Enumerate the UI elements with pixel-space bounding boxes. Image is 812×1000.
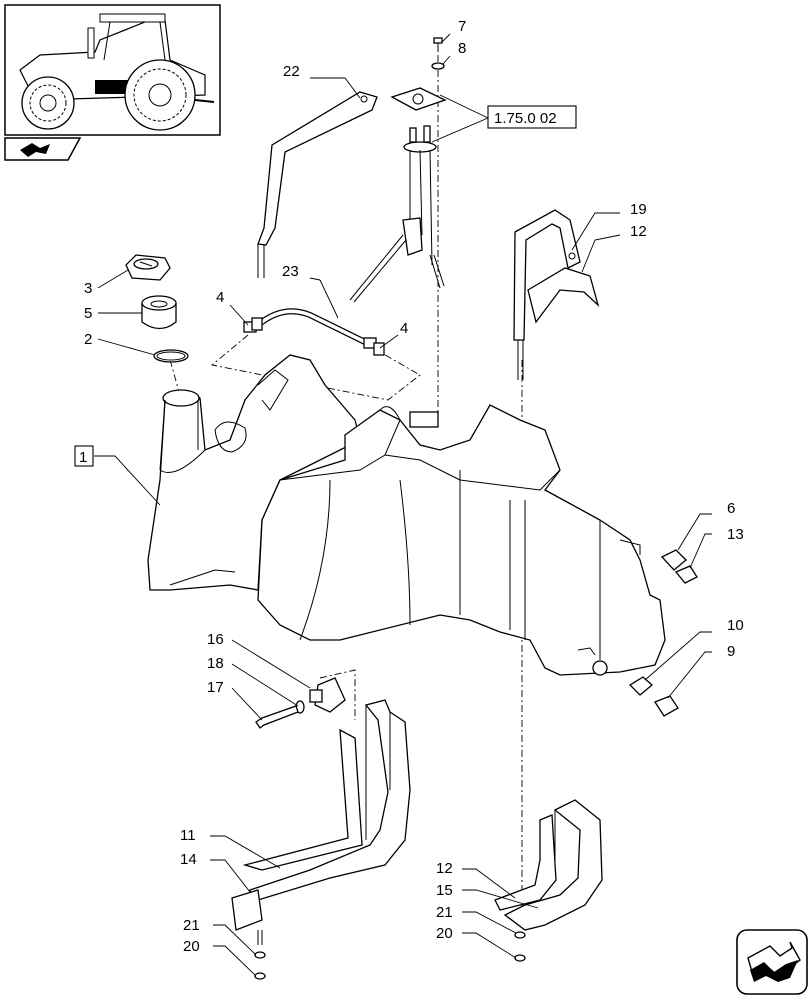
part-1-callout-box bbox=[74, 445, 94, 467]
callout-1: 1 bbox=[79, 449, 87, 466]
reference-label[interactable]: 1.75.0 02 bbox=[494, 110, 557, 127]
callout-13: 13 bbox=[727, 526, 744, 543]
navigation-arrow-icon[interactable] bbox=[736, 929, 808, 995]
fuel-pipe bbox=[243, 308, 385, 356]
drain-fitting-upper bbox=[660, 549, 698, 584]
strap-pad-upper bbox=[527, 267, 600, 324]
washers-21-20-right bbox=[514, 931, 526, 962]
callout-2: 2 bbox=[84, 331, 92, 348]
callout-12-lower: 12 bbox=[436, 860, 453, 877]
leader-lines bbox=[94, 33, 712, 977]
callout-labels: 1 2 3 5 4 4 23 22 7 8 1.75.0 02 19 12 6 … bbox=[79, 18, 744, 955]
callout-9: 9 bbox=[727, 643, 735, 660]
callout-14: 14 bbox=[180, 851, 197, 868]
section-arrow-icon[interactable] bbox=[4, 137, 82, 161]
bracket-pad-right bbox=[494, 814, 557, 911]
fuel-tank bbox=[147, 354, 666, 676]
callout-4-left: 4 bbox=[216, 289, 224, 306]
callout-7: 7 bbox=[458, 18, 466, 35]
callout-6: 6 bbox=[727, 500, 735, 517]
tank-strap-upper bbox=[257, 91, 378, 278]
callout-20-right: 20 bbox=[436, 925, 453, 942]
callout-21-left: 21 bbox=[183, 917, 200, 934]
callout-16: 16 bbox=[207, 631, 224, 648]
callout-20-left: 20 bbox=[183, 938, 200, 955]
washers-21-20-left bbox=[254, 951, 266, 980]
callout-23: 23 bbox=[282, 263, 299, 280]
bolt-7-and-washer-8 bbox=[431, 37, 445, 70]
tractor-thumbnail-icon[interactable] bbox=[4, 4, 221, 136]
callout-22: 22 bbox=[283, 63, 300, 80]
callout-8: 8 bbox=[458, 40, 466, 57]
callout-18: 18 bbox=[207, 655, 224, 672]
callout-21-right: 21 bbox=[436, 904, 453, 921]
filler-cap bbox=[125, 254, 171, 281]
callout-12-upper: 12 bbox=[630, 223, 647, 240]
callout-19: 19 bbox=[630, 201, 647, 218]
bracket-pad-left bbox=[242, 728, 363, 871]
callout-4-right: 4 bbox=[400, 320, 408, 337]
support-bracket-left bbox=[231, 699, 411, 945]
reference-box[interactable] bbox=[487, 105, 577, 129]
bolt-17-washer-18 bbox=[255, 700, 305, 729]
filler-adapter bbox=[141, 295, 177, 330]
filler-seal bbox=[153, 349, 189, 363]
bracket-clip bbox=[309, 677, 346, 713]
callout-15: 15 bbox=[436, 882, 453, 899]
callout-3: 3 bbox=[84, 280, 92, 297]
callout-10: 10 bbox=[727, 617, 744, 634]
callout-5: 5 bbox=[84, 305, 92, 322]
drain-fitting-lower bbox=[628, 676, 679, 717]
fuel-gauge-sender bbox=[349, 87, 447, 303]
callout-11: 11 bbox=[180, 827, 196, 844]
callout-17: 17 bbox=[207, 679, 224, 696]
tank-strap-right bbox=[513, 209, 581, 380]
